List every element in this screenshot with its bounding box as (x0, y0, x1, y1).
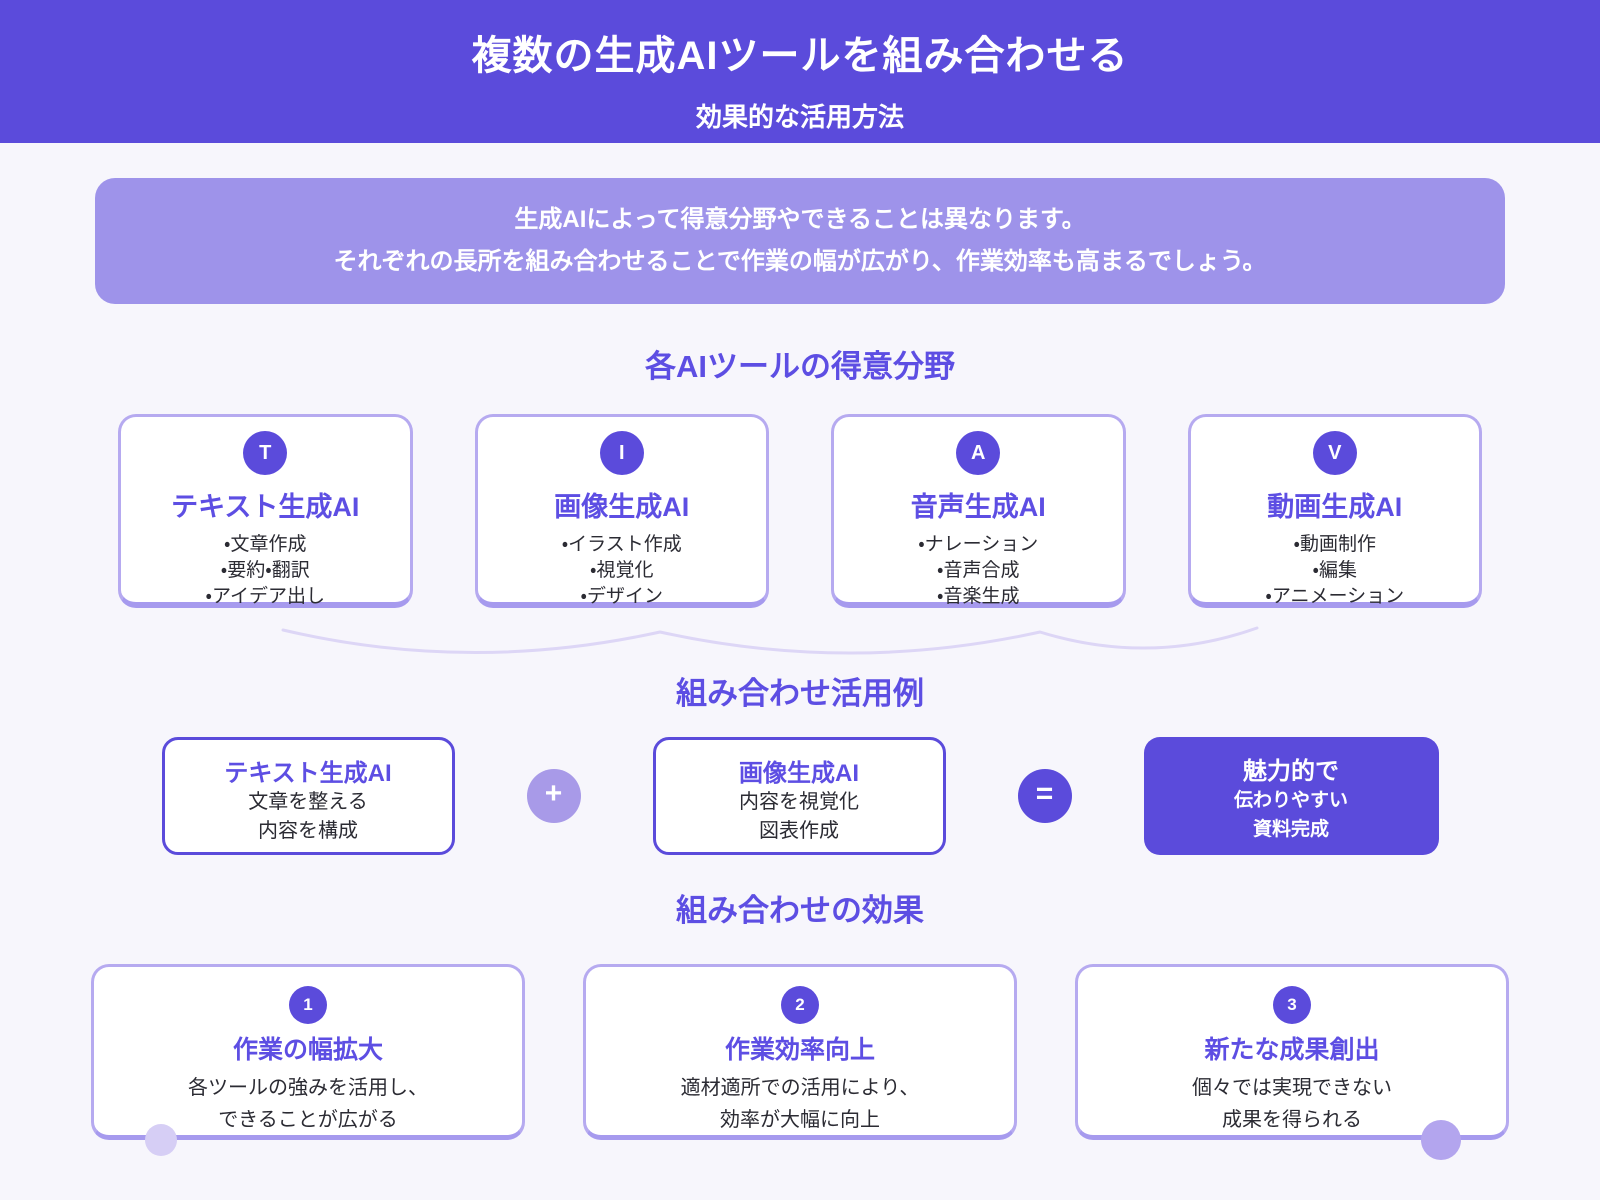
tool-item: ・要約・翻訳 (220, 560, 310, 581)
section-title-effects: 組み合わせの効果 (676, 893, 924, 928)
tool-item: ・動画制作 (1293, 534, 1376, 555)
combo-box-line: 図表作成 (759, 820, 839, 842)
effect-title: 作業効率向上 (724, 1036, 875, 1064)
effect-line: 個々では実現できない (1192, 1077, 1392, 1099)
effect-lines: 個々では実現できない 成果を得られる (1078, 1072, 1506, 1136)
tool-item: ・文章作成 (224, 534, 307, 555)
result-line: 伝わりやすい (1233, 790, 1348, 811)
combo-row: テキスト生成AI 文章を整える 内容を構成 + 画像生成AI 内容を視覚化 図表… (0, 737, 1600, 855)
combo-box-text-ai: テキスト生成AI 文章を整える 内容を構成 (161, 737, 455, 855)
tool-name: 画像生成AI (554, 492, 690, 522)
page-subtitle: 効果的な活用方法 (695, 102, 904, 132)
combo-box-image-ai: 画像生成AI 内容を視覚化 図表作成 (652, 737, 946, 855)
tool-badge-image: I (599, 431, 644, 475)
effect-badge-2: 2 (781, 986, 819, 1024)
tool-name: テキスト生成AI (171, 492, 360, 522)
effect-line: 成果を得られる (1222, 1109, 1362, 1131)
section-title-tools: 各AIツールの得意分野 (645, 349, 955, 384)
effects-row: 1 作業の幅拡大 各ツールの強みを活用し、 できることが広がる 2 作業効率向上… (0, 964, 1600, 1140)
tool-badge-audio: A (956, 431, 1001, 475)
equals-icon: = (1017, 769, 1072, 823)
combo-result-box: 魅力的で 伝わりやすい 資料完成 (1143, 737, 1439, 855)
effect-title: 作業の幅拡大 (232, 1036, 383, 1064)
tool-item: ・イラスト作成 (561, 534, 682, 555)
tool-item: ・音楽生成 (937, 586, 1020, 607)
tool-card-video: V 動画生成AI ・動画制作 ・編集 ・アニメーション (1187, 414, 1482, 610)
effect-card-3: 3 新たな成果創出 個々では実現できない 成果を得られる (1075, 964, 1509, 1140)
tool-item: ・デザイン (580, 586, 663, 607)
combo-box-title: テキスト生成AI (224, 760, 392, 787)
plus-icon: + (526, 769, 581, 823)
tool-badge-video: V (1312, 431, 1357, 475)
connector-wave (281, 626, 1259, 655)
tool-item: ・ナレーション (918, 534, 1039, 555)
intro-line-1: 生成AIによって得意分野やできることは異なります。 (514, 206, 1086, 233)
tool-items: ・イラスト作成 ・視覚化 ・デザイン (478, 532, 767, 610)
tool-items: ・ナレーション ・音声合成 ・音楽生成 (834, 532, 1123, 610)
tool-item: ・視覚化 (590, 560, 654, 581)
intro-box: 生成AIによって得意分野やできることは異なります。 それぞれの長所を組み合わせる… (95, 178, 1505, 304)
tool-item: ・アニメーション (1265, 586, 1405, 607)
tool-card-image: I 画像生成AI ・イラスト作成 ・視覚化 ・デザイン (474, 414, 769, 610)
result-line: 資料完成 (1252, 819, 1329, 840)
tool-name: 動画生成AI (1267, 492, 1403, 522)
header-banner: 複数の生成AIツールを組み合わせる 効果的な活用方法 (0, 0, 1600, 143)
intro-line-2: それぞれの長所を組み合わせることで作業の幅が広がり、作業効率も高まるでしょう。 (333, 248, 1267, 275)
tool-item: ・アイデア出し (205, 586, 325, 607)
tool-item: ・編集 (1312, 560, 1357, 581)
tools-row: T テキスト生成AI ・文章作成 ・要約・翻訳 ・アイデア出し I 画像生成AI… (0, 414, 1600, 608)
page-title: 複数の生成AIツールを組み合わせる (471, 34, 1129, 78)
effect-line: できることが広がる (218, 1109, 398, 1131)
combo-box-line: 内容を構成 (258, 820, 358, 842)
combo-box-title: 画像生成AI (739, 760, 859, 787)
combo-box-line: 内容を視覚化 (739, 791, 859, 813)
effect-badge-1: 1 (289, 986, 327, 1024)
tool-items: ・文章作成 ・要約・翻訳 ・アイデア出し (121, 532, 410, 610)
section-title-combo: 組み合わせ活用例 (676, 676, 924, 711)
effect-card-2: 2 作業効率向上 適材適所での活用により、 効率が大幅に向上 (583, 964, 1017, 1140)
effect-line: 適材適所での活用により、 (680, 1077, 920, 1099)
tool-items: ・動画制作 ・編集 ・アニメーション (1191, 532, 1480, 610)
tool-item: ・音声合成 (937, 560, 1020, 581)
combo-box-line: 文章を整える (248, 791, 368, 813)
effect-title: 新たな成果創出 (1204, 1036, 1380, 1064)
tool-badge-text: T (243, 431, 288, 475)
tool-card-audio: A 音声生成AI ・ナレーション ・音声合成 ・音楽生成 (831, 414, 1126, 608)
effect-card-1: 1 作業の幅拡大 各ツールの強みを活用し、 できることが広がる (91, 964, 525, 1140)
decorative-dot-right (1421, 1120, 1461, 1160)
tool-name: 音声生成AI (910, 492, 1046, 522)
result-line: 魅力的で (1243, 758, 1339, 785)
effect-badge-3: 3 (1273, 986, 1311, 1024)
decorative-dot-left (145, 1124, 177, 1156)
tool-card-text: T テキスト生成AI ・文章作成 ・要約・翻訳 ・アイデア出し (118, 414, 413, 608)
effect-lines: 各ツールの強みを活用し、 できることが広がる (94, 1072, 522, 1136)
effect-lines: 適材適所での活用により、 効率が大幅に向上 (586, 1072, 1014, 1136)
effect-line: 効率が大幅に向上 (720, 1109, 880, 1131)
effect-line: 各ツールの強みを活用し、 (188, 1077, 428, 1099)
